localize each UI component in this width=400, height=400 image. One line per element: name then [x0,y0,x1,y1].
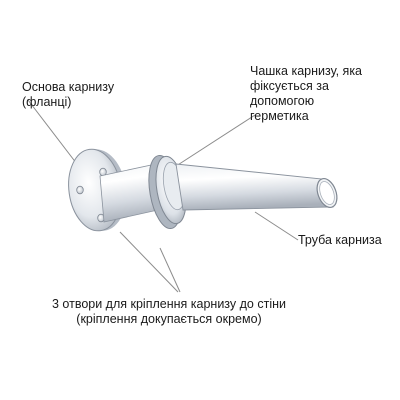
leader-tube [254,211,299,241]
label-cup-line-1: Чашка карнизу, яка [250,64,363,78]
label-cup: Чашка карнизу, яка фіксується за допомог… [250,64,362,124]
label-cup-line-3: допомогою [250,94,315,108]
label-cup-line-4: герметика [250,109,309,123]
label-holes-line-2: (кріплення докупається окремо) [76,312,262,326]
label-base-line-1: Основа карнизу [22,80,115,94]
leader-cup [169,114,256,171]
label-base: Основа карнизу (фланці) [22,80,114,110]
label-tube: Труба карниза [298,233,382,248]
label-holes: 3 отвори для кріплення карнизу до стіни … [52,297,286,327]
label-cup-line-2: фіксується за [250,79,329,93]
label-base-line-2: (фланці) [22,95,72,109]
leader-base [27,99,81,169]
leader-holes-1 [119,231,179,293]
main-tube [175,163,334,211]
label-tube-line-1: Труба карниза [298,233,382,247]
label-holes-line-1: 3 отвори для кріплення карнизу до стіни [52,297,286,311]
leader-lines [27,99,299,293]
flange-hole-left [76,185,84,195]
leader-holes-2 [159,247,181,293]
